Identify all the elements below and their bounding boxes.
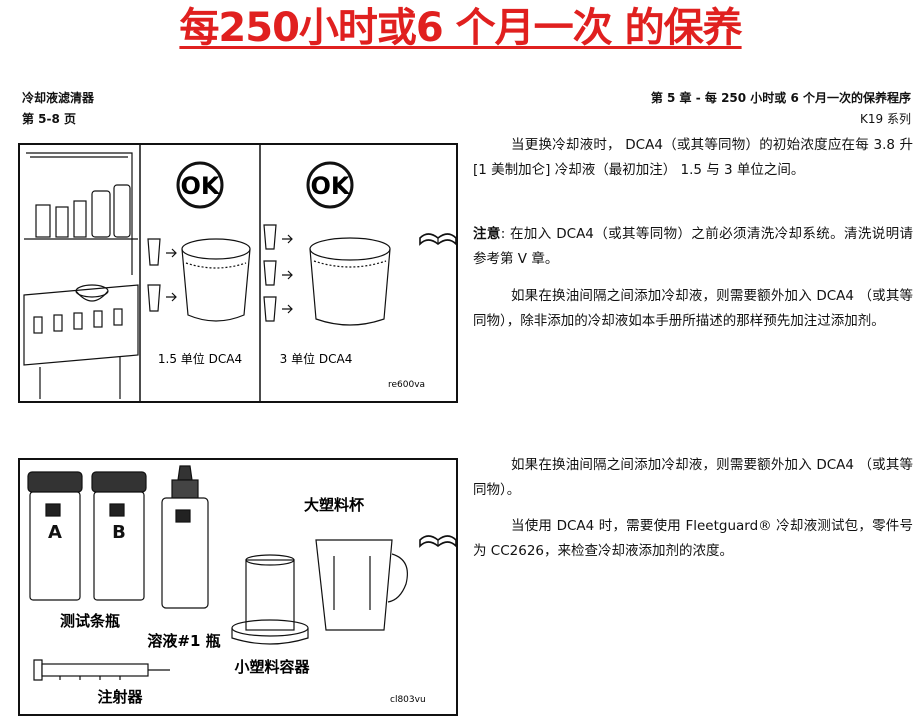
header-series: K19 系列 xyxy=(860,112,911,126)
ok-badge-left: OK xyxy=(176,161,224,209)
test-strip-bottle-a: A xyxy=(27,471,83,601)
large-plastic-cup xyxy=(315,539,408,631)
ok-text-right: OK xyxy=(311,172,351,200)
test-kit-illustration: A B xyxy=(27,465,426,706)
paragraph-add-coolant-2: 如果在换油间隔之间添加冷却液，则需要额外加入 DCA4 （或其等同物）。 xyxy=(473,457,913,498)
strip-a-letter: A xyxy=(48,522,62,543)
note-text: : 在加入 DCA4（或其等同物）之前必须清洗冷却系统。清洗说明请参考第 V 章… xyxy=(473,226,913,267)
label-large-cup: 大塑料杯 xyxy=(304,496,365,514)
label-solution-bottle: 溶液#1 瓶 xyxy=(147,632,220,650)
label-strip-bottles: 测试条瓶 xyxy=(60,612,120,630)
figure-code: re600va xyxy=(388,380,425,390)
header-page-number: 第 5-8 页 xyxy=(22,112,77,126)
paragraph-note: 注意: 在加入 DCA4（或其等同物）之前必须清洗冷却系统。清洗说明请参考第 V… xyxy=(473,222,913,272)
header-section-name: 冷却液滤清器 xyxy=(22,91,95,105)
dosage-drawing-left xyxy=(147,238,251,322)
syringe xyxy=(33,659,170,681)
label-syringe: 注射器 xyxy=(97,688,143,706)
ok-badge-right: OK xyxy=(306,161,354,209)
paragraph-test-kit: 当使用 DCA4 时，需要使用 Fleetguard® 冷却液测试包，零件号为 … xyxy=(473,518,913,559)
page-title: 每250小时或6 个月一次 的保养 xyxy=(179,5,742,51)
coolant-shelf-drawing xyxy=(23,152,139,399)
paragraph-add-coolant: 如果在换油间隔之间添加冷却液，则需要额外加入 DCA4 （或其等同物），除非添加… xyxy=(473,288,913,329)
dosage-illustration: OK OK 1.5 单位 DCA4 3 单位 DCA4 xyxy=(23,145,425,401)
caption-3-units: 3 单位 DCA4 xyxy=(280,351,353,366)
small-plastic-container xyxy=(231,554,309,645)
label-small-container: 小塑料容器 xyxy=(234,658,310,676)
figure-code: cl803vu xyxy=(390,695,426,705)
header-chapter-title: 第 5 章 - 每 250 小时或 6 个月一次的保养程序 xyxy=(650,91,911,105)
dosage-drawing-right xyxy=(263,224,391,326)
test-strip-bottle-b: B xyxy=(91,471,147,601)
caption-1-5-units: 1.5 单位 DCA4 xyxy=(158,351,242,366)
figure-test-kit: A B xyxy=(18,458,458,716)
note-label: 注意 xyxy=(473,226,501,242)
paragraph-initial-concentration: 当更换冷却液时， DCA4（或其等同物）的初始浓度应在每 3.8 升 [1 美制… xyxy=(473,137,913,178)
strip-b-letter: B xyxy=(112,522,126,543)
open-book-icon xyxy=(419,535,457,548)
figure-dca4-dosage: OK OK 1.5 单位 DCA4 3 单位 DCA4 xyxy=(18,143,458,403)
open-book-icon xyxy=(419,233,457,246)
solution-bottle xyxy=(161,465,209,609)
ok-text-left: OK xyxy=(181,172,221,200)
